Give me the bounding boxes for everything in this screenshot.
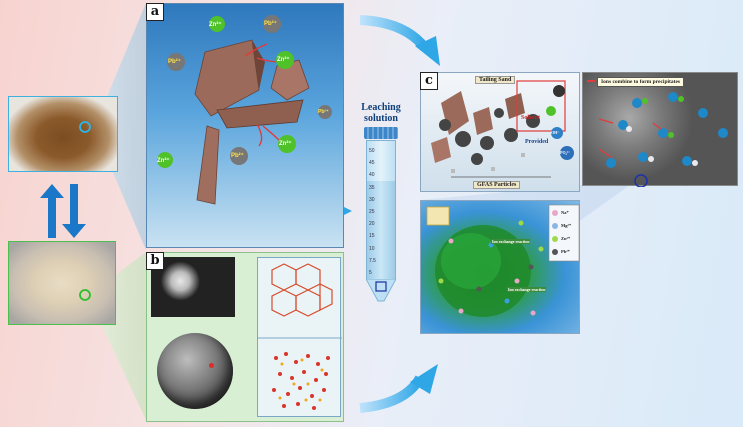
- tailing-sand-photo: [8, 96, 118, 172]
- shard-4: [197, 126, 219, 204]
- tube-tick: 50: [369, 145, 376, 157]
- ion-exchange-illustration: [421, 201, 581, 335]
- precipitate-sem: Ions combine to form precipitates: [582, 72, 738, 186]
- precipitate-ions: [583, 73, 739, 187]
- zn-ion-label-1: Zn²⁺: [209, 21, 222, 28]
- zn-ion-label-2: Zn²⁺: [277, 56, 290, 63]
- lattice-inset: [427, 207, 449, 225]
- panel-a-illustration: [147, 4, 345, 249]
- legend-zn: Zn²⁺: [561, 236, 570, 242]
- pb-ion-label-4: Pb²⁺: [231, 152, 244, 159]
- shard-c-2: [473, 107, 493, 135]
- tube-tick: 40: [369, 169, 376, 181]
- tube-title-line-2: solution: [352, 113, 410, 124]
- tube-tip: [366, 279, 396, 303]
- tube-tick: 25: [369, 206, 376, 218]
- tube-tick: 20: [369, 218, 376, 230]
- tube-tick: 7.5: [369, 255, 376, 267]
- shard-c-4: [431, 137, 451, 163]
- panel-c-mechanism: c Tailing Sand Solvent OH⁻ Provided PO₄³…: [420, 72, 580, 192]
- porous-sphere: [157, 333, 233, 409]
- zn-ion-label-3: Zn²⁺: [157, 157, 170, 164]
- po4-label: PO₄³⁻: [560, 150, 570, 155]
- precipitate-callout-text: Ions combine to form precipitates: [597, 77, 684, 87]
- tube-tick: 15: [369, 230, 376, 242]
- gfas-powder-photo: [8, 241, 116, 325]
- precipitate-callout: Ions combine to form precipitates: [587, 77, 684, 87]
- centrifuge-tube: Leaching solution 50 45 40 35 30 25 20 1…: [356, 102, 406, 307]
- tailing-photo-marker: [9, 97, 116, 170]
- ion-exchange-label-2: Ion exchange reaction: [507, 287, 546, 292]
- powder-photo-marker: [9, 242, 114, 323]
- ion-exchange-label-1: Ion exchange reaction: [491, 239, 530, 244]
- ordered-lattice: [272, 264, 332, 316]
- provided-label: Provided: [525, 139, 548, 145]
- solvent-label: Solvent: [521, 115, 540, 121]
- panel-label-b: b: [146, 252, 164, 270]
- panel-label-c: c: [420, 72, 438, 90]
- tube-tick: 45: [369, 157, 376, 169]
- tube-tick: 5: [369, 267, 376, 279]
- gfas-label: GFAS Particles: [473, 181, 520, 189]
- pb-ion-label-3: Pb²⁺: [318, 109, 329, 115]
- tube-cap: [364, 127, 398, 139]
- tube-tick: 30: [369, 194, 376, 206]
- panel-label-a: a: [146, 3, 164, 21]
- reaction-arrow-3: [257, 124, 262, 146]
- pb-ion-c: [553, 85, 565, 97]
- zn-ion-label-4: Zn²⁺: [279, 140, 292, 147]
- legend-pb: Pb²⁺: [561, 249, 570, 255]
- tube-tick: 10: [369, 243, 376, 255]
- panel-a: a Zn²⁺ Pb²⁺ Pb²⁺ Zn²⁺ Pb²⁺ Zn²⁺ Zn²⁺ Pb²…: [146, 3, 344, 248]
- legend-na: Na⁺: [561, 210, 569, 216]
- zoom-marker: [635, 175, 647, 187]
- tube-title-line-1: Leaching: [352, 102, 410, 113]
- panel-b: b: [146, 252, 344, 422]
- pb-ion-label-1: Pb²⁺: [264, 20, 277, 27]
- oh-label: OH⁻: [551, 130, 559, 135]
- tube-ticks: 50 45 40 35 30 25 20 15 10 7.5 5: [369, 145, 376, 279]
- shard-1: [195, 40, 259, 116]
- tube-tick: 35: [369, 182, 376, 194]
- up-arrow: [40, 184, 64, 238]
- zn-ion-c: [546, 106, 556, 116]
- tailing-sand-label: Tailing Sand: [475, 76, 515, 84]
- tube-title: Leaching solution: [352, 102, 410, 124]
- ion-exchange-panel: Na⁺ Mg²⁺ Zn²⁺ Pb²⁺ Ion exchange reaction…: [420, 200, 580, 334]
- pb-ion-label-2: Pb²⁺: [168, 58, 181, 65]
- curved-arrow-top: [360, 20, 425, 48]
- crystal-structure-panel: [257, 257, 341, 417]
- tube-body: 50 45 40 35 30 25 20 15 10 7.5 5: [366, 140, 396, 280]
- legend-mg: Mg²⁺: [561, 223, 571, 229]
- down-arrow: [62, 184, 86, 238]
- crystal-structures: [258, 258, 342, 418]
